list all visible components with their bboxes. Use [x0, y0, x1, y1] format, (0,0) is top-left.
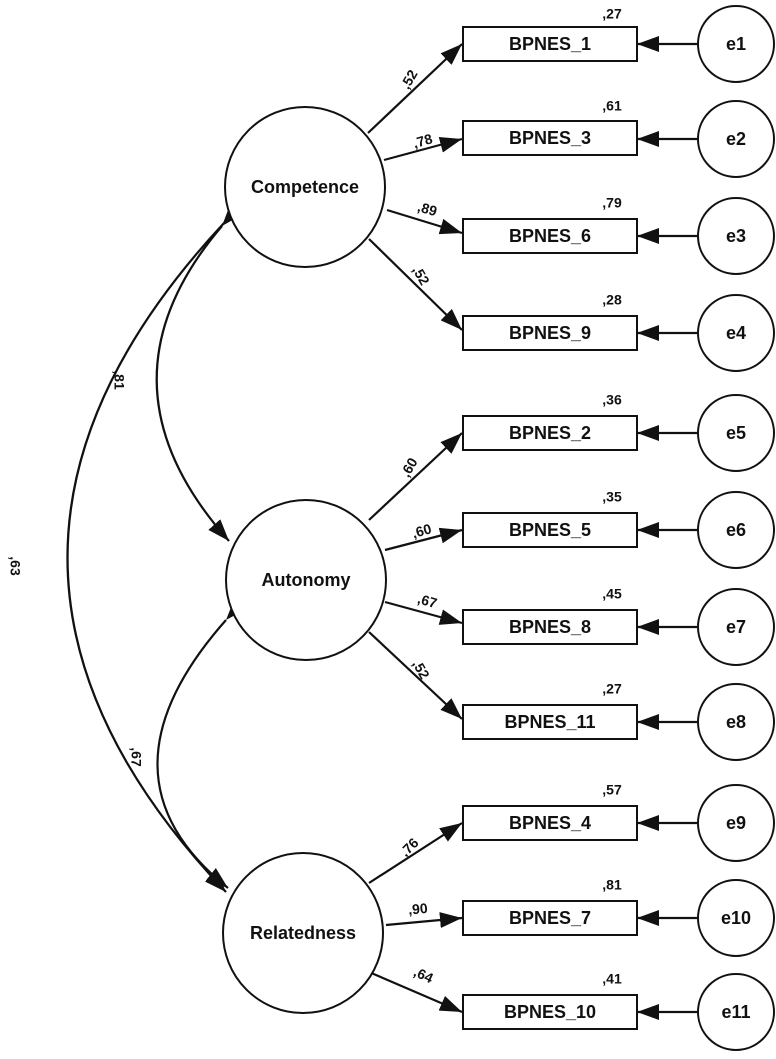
loading-value-label: ,78 — [411, 130, 434, 151]
indicator-box: BPNES_4 ,57 — [462, 782, 638, 841]
observed-indicators: BPNES_1 ,27 BPNES_3 ,61 BPNES_6 ,79 BPNE… — [462, 6, 638, 1030]
error-circle: e8 — [697, 683, 775, 761]
loading-path-competence-bpnes-3 — [383, 136, 463, 162]
indicator-box: BPNES_3 ,61 — [462, 98, 638, 156]
r-squared-label: ,27 — [602, 681, 622, 697]
loading-paths — [367, 43, 463, 1014]
indicator-box: BPNES_2 ,36 — [462, 392, 638, 451]
error-circle: e5 — [697, 394, 775, 472]
latent-competence: Competence — [224, 106, 386, 268]
r-squared-label: ,61 — [602, 98, 622, 114]
indicator-label: BPNES_8 — [509, 617, 591, 637]
latent-label: Autonomy — [262, 570, 351, 590]
loading-path-relatedness-bpnes-10 — [368, 970, 463, 1014]
error-circle: e3 — [697, 197, 775, 275]
r-squared-label: ,35 — [602, 489, 622, 505]
error-terms: e1 e2 e3 e4 e5 e6 e7 e8 e9 e10 e11 — [697, 5, 775, 1051]
r-squared-label: ,41 — [602, 971, 622, 987]
indicator-box: BPNES_10 ,41 — [462, 971, 638, 1030]
error-label: e9 — [726, 813, 746, 833]
indicator-label: BPNES_11 — [504, 712, 595, 732]
indicator-box: BPNES_9 ,28 — [462, 292, 638, 351]
latent-autonomy: Autonomy — [225, 499, 387, 661]
error-circle: e10 — [697, 879, 775, 957]
loading-path-relatedness-bpnes-4 — [368, 822, 463, 884]
error-label: e5 — [726, 423, 746, 443]
indicator-label: BPNES_7 — [509, 908, 591, 928]
r-squared-label: ,79 — [602, 195, 622, 211]
error-paths — [637, 36, 697, 1020]
error-circle: e4 — [697, 294, 775, 372]
loading-value-label: ,52 — [409, 263, 433, 288]
error-circle: e1 — [697, 5, 775, 83]
r-squared-label: ,27 — [602, 6, 622, 22]
loading-path-autonomy-bpnes-5 — [384, 527, 463, 552]
covariance-arcs — [66, 201, 247, 893]
covariance-competence-autonomy-arc — [155, 204, 243, 542]
loading-value-label: ,76 — [397, 834, 422, 859]
error-circle: e6 — [697, 491, 775, 569]
loading-value-label: ,67 — [416, 590, 439, 611]
latent-relatedness: Relatedness — [222, 852, 384, 1014]
indicator-box: BPNES_7 ,81 — [462, 877, 638, 936]
loading-value-label: ,89 — [416, 198, 439, 219]
loading-value-label: ,90 — [407, 900, 428, 918]
latent-label: Relatedness — [250, 923, 356, 943]
error-label: e8 — [726, 712, 746, 732]
loading-path-relatedness-bpnes-7 — [385, 912, 463, 928]
error-label: e4 — [726, 323, 746, 343]
r-squared-label: ,57 — [602, 782, 622, 798]
indicator-label: BPNES_10 — [504, 1002, 596, 1022]
loading-path-autonomy-bpnes-2 — [368, 432, 463, 521]
error-label: e2 — [726, 129, 746, 149]
loading-value-label: ,60 — [410, 520, 433, 541]
loading-path-autonomy-bpnes-11 — [368, 631, 463, 720]
indicator-label: BPNES_2 — [509, 423, 591, 443]
error-circle: e7 — [697, 588, 775, 666]
loading-path-autonomy-bpnes-8 — [384, 600, 463, 625]
error-circle: e11 — [697, 973, 775, 1051]
indicator-label: BPNES_9 — [509, 323, 591, 343]
error-label: e7 — [726, 617, 746, 637]
loading-value-label: ,52 — [397, 67, 421, 92]
loading-path-competence-bpnes-9 — [368, 238, 463, 331]
r-squared-label: ,45 — [602, 586, 622, 602]
r-squared-label: ,36 — [602, 392, 622, 408]
indicator-label: BPNES_3 — [509, 128, 591, 148]
indicator-box: BPNES_5 ,35 — [462, 489, 638, 548]
loading-value-label: ,52 — [409, 657, 433, 682]
r-squared-label: ,81 — [602, 877, 622, 893]
indicator-label: BPNES_6 — [509, 226, 591, 246]
error-label: e10 — [721, 908, 751, 928]
latent-variables: Competence Autonomy Relatedness — [222, 106, 387, 1014]
indicator-box: BPNES_6 ,79 — [462, 195, 638, 254]
indicator-label: BPNES_5 — [509, 520, 591, 540]
indicator-box: BPNES_11 ,27 — [462, 681, 638, 740]
indicator-label: BPNES_1 — [509, 34, 591, 54]
error-circle: e9 — [697, 784, 775, 862]
covariance-value-label: ,81 — [111, 370, 127, 390]
covariance-value-label: ,67 — [128, 747, 144, 767]
r-squared-label: ,28 — [602, 292, 622, 308]
error-circle: e2 — [697, 100, 775, 178]
latent-label: Competence — [251, 177, 359, 197]
loading-labels: ,52 ,78 ,89 ,52 ,60 ,60 ,67 ,52 ,76 ,90 … — [397, 67, 440, 987]
indicator-box: BPNES_1 ,27 — [462, 6, 638, 62]
covariance-value-label: ,63 — [7, 556, 23, 576]
indicator-label: BPNES_4 — [509, 813, 591, 833]
error-label: e11 — [721, 1002, 750, 1022]
error-label: e6 — [726, 520, 746, 540]
error-label: e1 — [726, 34, 746, 54]
loading-value-label: ,64 — [411, 963, 436, 986]
indicator-box: BPNES_8 ,45 — [462, 586, 638, 645]
loading-path-competence-bpnes-6 — [386, 208, 463, 235]
loading-path-competence-bpnes-1 — [367, 43, 463, 134]
covariance-labels: ,81 ,67 ,63 — [7, 370, 144, 767]
covariance-competence-relatedness-arc — [66, 201, 245, 893]
error-label: e3 — [726, 226, 746, 246]
covariance-autonomy-relatedness-arc — [156, 598, 247, 889]
